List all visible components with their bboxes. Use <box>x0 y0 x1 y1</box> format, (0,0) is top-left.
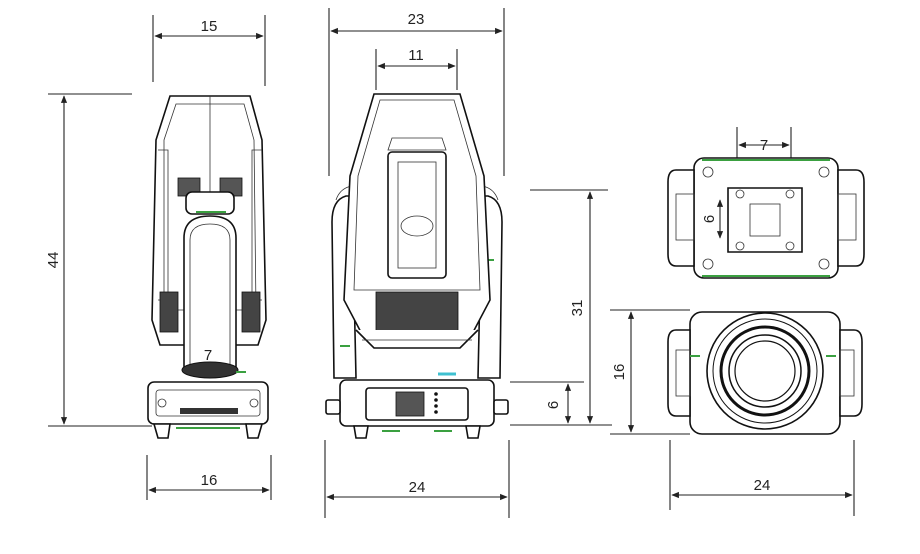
top-bracket-width-dimension: 7 <box>736 127 792 158</box>
side-base <box>147 381 269 439</box>
top-bracket-height-label: 6 <box>701 215 718 223</box>
side-height-label: 44 <box>45 252 62 269</box>
front-base-height-dimension: 6 <box>510 381 612 426</box>
front-base-width-dimension: 24 <box>324 440 510 518</box>
side-arm-label: 7 <box>204 347 212 364</box>
front-total-height-label: 31 <box>569 300 586 317</box>
front-base-width-label: 24 <box>409 479 426 496</box>
top-bracket-width-label: 7 <box>760 137 768 154</box>
front-head-width-label: 11 <box>408 47 424 64</box>
side-bottom-width-label: 16 <box>201 472 218 489</box>
top-bracket-height-dimension: 6 <box>701 199 724 239</box>
front-base <box>325 379 509 439</box>
front-head <box>343 93 491 376</box>
side-bottom-width-dimension: 16 <box>146 455 272 500</box>
front-overall-width-dimension: 23 <box>328 8 505 176</box>
front-overall-width-label: 23 <box>408 11 425 28</box>
side-top-width-dimension: 15 <box>152 15 266 86</box>
bottom-view: 16 24 <box>610 309 863 516</box>
front-head-width-dimension: 11 <box>375 47 458 90</box>
front-total-height-dimension: 31 <box>530 189 608 424</box>
bottom-depth-dimension: 16 <box>610 309 690 435</box>
side-top-width-label: 15 <box>201 18 218 35</box>
side-view: 15 44 16 <box>45 15 272 500</box>
bottom-width-label: 24 <box>754 477 771 494</box>
side-height-dimension: 44 <box>45 93 152 427</box>
front-view: 23 11 24 6 31 <box>324 8 612 518</box>
side-arm: 7 <box>181 215 246 379</box>
front-base-height-label: 6 <box>545 401 562 409</box>
top-view: 7 6 <box>667 127 865 279</box>
bottom-depth-label: 16 <box>611 364 628 381</box>
bottom-width-dimension: 24 <box>669 440 855 516</box>
